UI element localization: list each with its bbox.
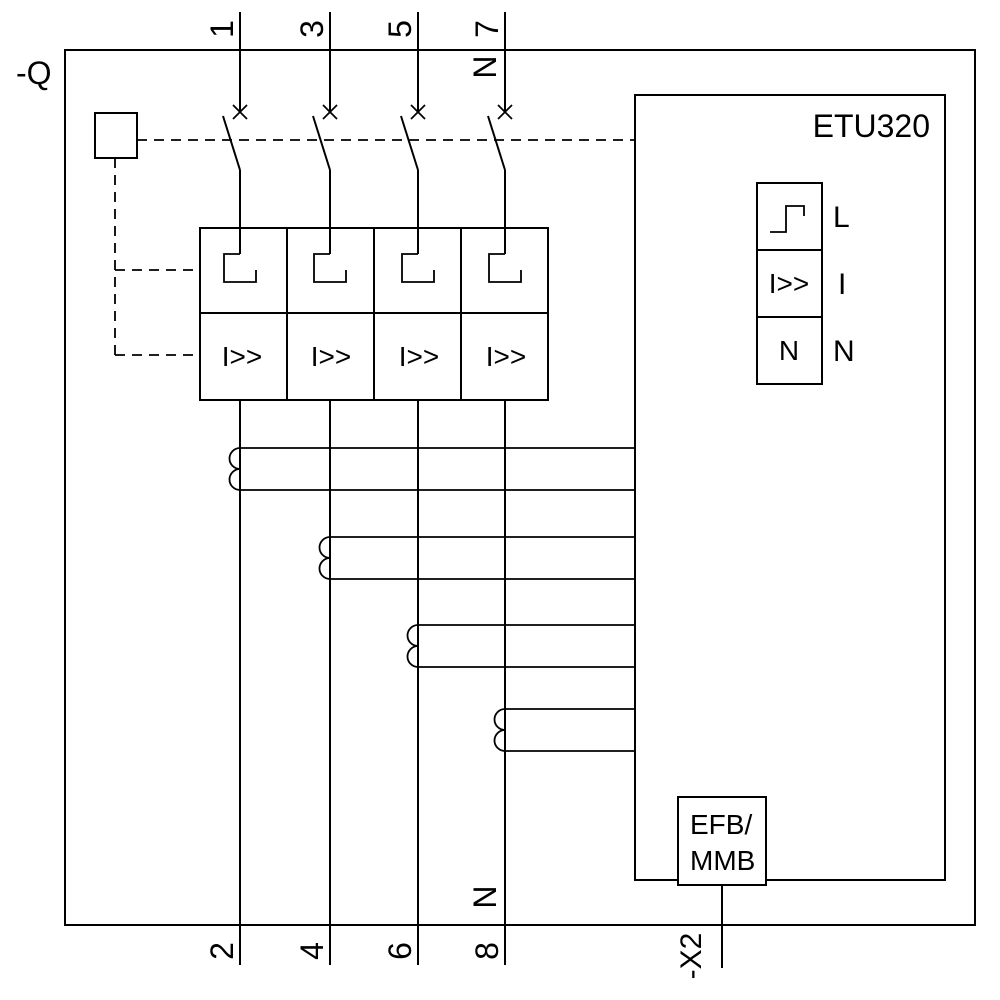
current-sensor-2 [318, 536, 635, 580]
pole-3 [400, 12, 635, 965]
terminal-labels: 1 3 5 7 N 2 4 6 8 N [204, 20, 505, 960]
pole-1 [222, 12, 635, 965]
etu-function-l-label: L [833, 201, 850, 234]
contact-blade [222, 115, 241, 171]
etu-function-n-box [756, 316, 823, 385]
etu-function-n-symbol: N [779, 335, 799, 366]
instantaneous-symbol-4: I>> [486, 341, 526, 372]
efb-line-2: MMB [690, 845, 755, 876]
trip-linkage-dashed [114, 139, 635, 356]
terminal-label-bottom-2: 2 [204, 942, 240, 960]
efb-line-1: EFB/ [690, 809, 752, 840]
contact-cross-icon [232, 104, 248, 120]
latch-box-row [199, 227, 549, 314]
terminal-label-top-1: 1 [204, 20, 240, 38]
etu-title: ETU320 [813, 108, 930, 144]
efb-mmb-box [677, 796, 767, 886]
contact-cross-icon [322, 104, 338, 120]
etu-box [634, 94, 946, 881]
current-sensor-4 [493, 708, 635, 752]
terminal-label-top-5: 5 [382, 20, 418, 38]
efb-mmb-module: EFB/ MMB -X2 [675, 796, 767, 980]
instantaneous-symbol-2: I>> [311, 341, 351, 372]
instantaneous-box-2 [286, 312, 375, 401]
breaker-label: -Q [16, 55, 52, 91]
contact-cross-icon [497, 104, 513, 120]
pole-4 [487, 12, 635, 965]
terminal-label-bottom-6: 6 [382, 942, 418, 960]
instantaneous-box-1 [199, 312, 288, 401]
latch-symbol-icon [223, 253, 257, 283]
etu-function-i-label: I [838, 268, 846, 301]
pole-2 [312, 12, 635, 965]
mechanism-box [94, 112, 138, 159]
long-time-characteristic-icon [770, 205, 805, 233]
terminal-label-bottom-4: 4 [294, 942, 330, 960]
latch-symbol-icon [401, 253, 435, 283]
outer-enclosure [64, 49, 976, 926]
current-sensor-1 [228, 447, 635, 491]
current-sensor-3 [406, 624, 635, 668]
terminal-label-top-3: 3 [294, 20, 330, 38]
etu-function-column: L I>> I N N [756, 182, 855, 385]
etu-function-l-box [756, 182, 823, 251]
neutral-label-bottom: N [467, 885, 503, 908]
instantaneous-symbol-1: I>> [222, 341, 262, 372]
contact-blade [400, 115, 419, 171]
latch-box-4 [460, 227, 549, 314]
terminal-label-top-7: 7 [469, 20, 505, 38]
latch-symbol-icon [313, 253, 347, 283]
instantaneous-box-4 [460, 312, 549, 401]
terminal-label-bottom-8: 8 [469, 942, 505, 960]
latch-symbol-icon [488, 253, 522, 283]
contact-blade [487, 115, 506, 171]
contact-blade [312, 115, 331, 171]
etu-function-n-label: N [833, 335, 855, 368]
instantaneous-symbol-3: I>> [399, 341, 439, 372]
etu-function-i-symbol: I>> [769, 268, 809, 299]
neutral-label-top: N [467, 55, 503, 78]
etu-function-i-box [756, 249, 823, 318]
terminal-block-label: -X2 [675, 933, 708, 980]
instantaneous-box-row: I>> I>> I>> I>> [199, 312, 549, 401]
latch-box-1 [199, 227, 288, 314]
contact-cross-icon [410, 104, 426, 120]
